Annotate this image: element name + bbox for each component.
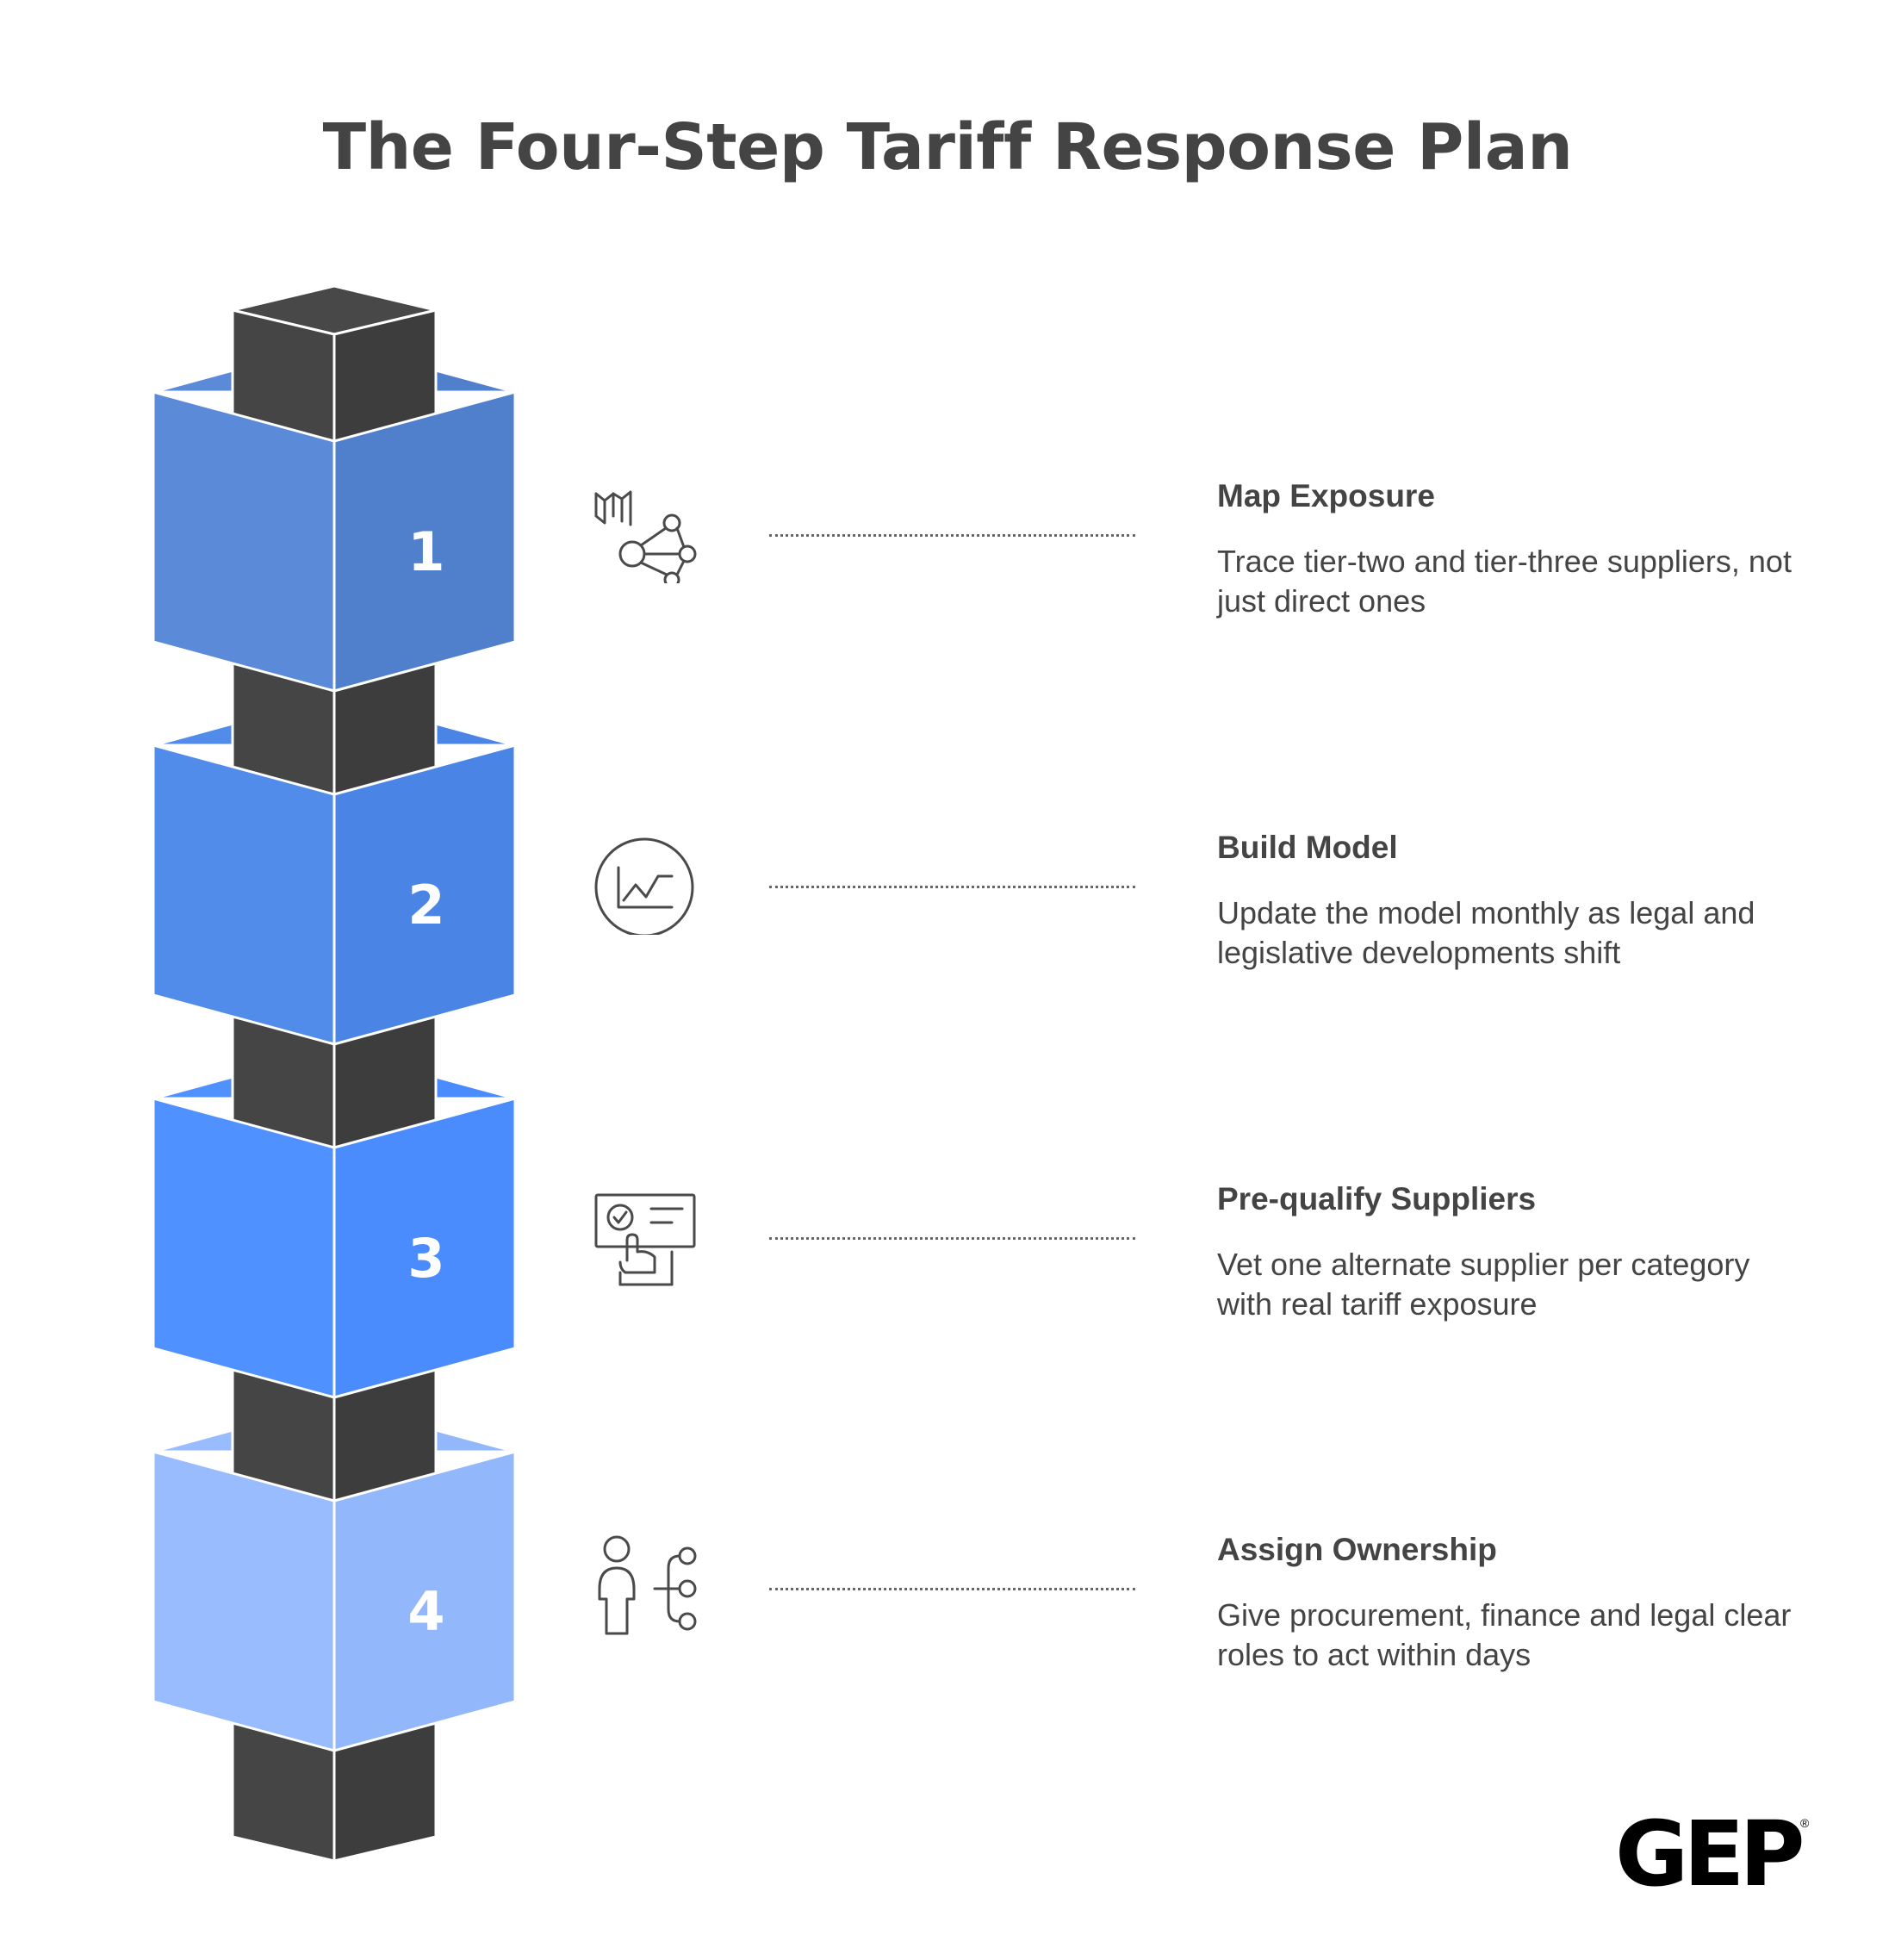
step-description: Give procurement, finance and legal clea… <box>1217 1597 1792 1672</box>
page-title: The Four-Step Tariff Response Plan <box>322 110 1573 184</box>
person-hierarchy-icon <box>594 1534 698 1637</box>
registered-mark: ® <box>1800 1816 1810 1830</box>
step-number-2: 2 <box>407 874 444 936</box>
checklist-presentation-icon <box>594 1183 698 1286</box>
step-description: Trace tier-two and tier-three suppliers,… <box>1217 544 1792 619</box>
step-title: Pre-qualify Suppliers <box>1217 1181 1537 1216</box>
step-title: Map Exposure <box>1217 478 1435 513</box>
connector-line <box>769 1588 1135 1590</box>
step-row-1: Map Exposure Trace tier-two and tier-thr… <box>0 478 1895 840</box>
step-row-4: Assign Ownership Give procurement, finan… <box>0 1532 1895 1894</box>
step-row-3: Pre-qualify Suppliers Vet one alternate … <box>0 1181 1895 1543</box>
connector-line <box>769 1237 1135 1240</box>
step-description: Update the model monthly as legal and le… <box>1217 895 1755 970</box>
connector-line <box>769 534 1135 537</box>
brand-logo: GEP <box>1615 1801 1805 1907</box>
step-number-1: 1 <box>407 520 444 583</box>
step-number-3: 3 <box>407 1227 444 1290</box>
step-block-3: 3 <box>152 1075 517 1399</box>
step-block-1: 1 <box>152 369 517 693</box>
line-chart-icon <box>594 831 698 937</box>
map-network-icon <box>594 480 698 588</box>
step-row-2: Build Model Update the model monthly as … <box>0 830 1895 1192</box>
core-segment <box>231 1015 438 1156</box>
step-description: Vet one alternate supplier per category … <box>1217 1247 1750 1322</box>
step-block-4: 4 <box>152 1428 517 1752</box>
step-title: Build Model <box>1217 830 1398 865</box>
step-block-2: 2 <box>152 722 517 1046</box>
connector-line <box>769 886 1135 888</box>
step-number-4: 4 <box>407 1580 444 1643</box>
step-title: Assign Ownership <box>1217 1532 1497 1567</box>
core-segment <box>231 1721 438 1863</box>
